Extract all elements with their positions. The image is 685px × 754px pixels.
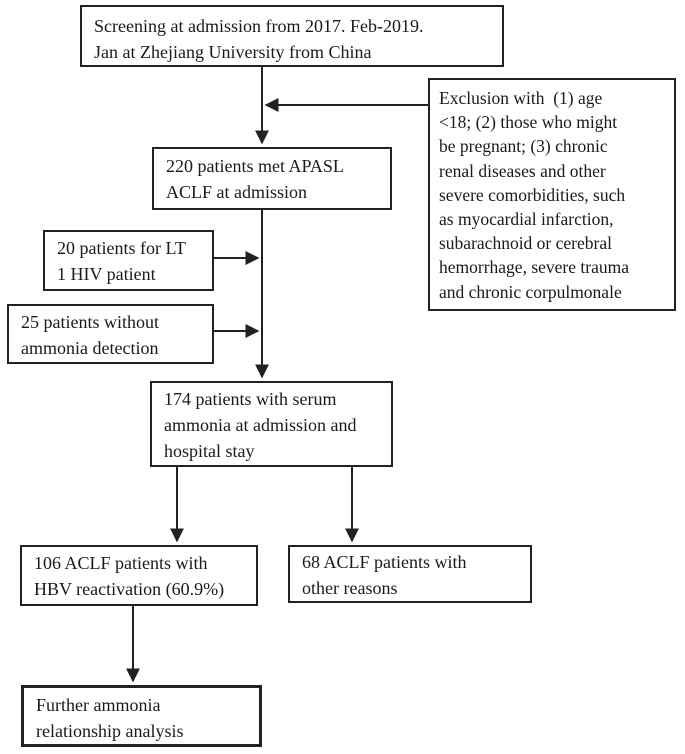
node-other-reasons-text: 68 ACLF patients with other reasons (302, 552, 467, 598)
node-met-apasl-text: 220 patients met APASL ACLF at admission (166, 156, 344, 202)
node-met-apasl: 220 patients met APASL ACLF at admission (152, 147, 392, 210)
node-no-ammonia-detection: 25 patients without ammonia detection (7, 304, 214, 364)
node-hbv-reactivation: 106 ACLF patients with HBV reactivation … (20, 545, 258, 606)
node-lt-hiv-excluded: 20 patients for LT 1 HIV patient (43, 230, 214, 291)
node-screening-text: Screening at admission from 2017. Feb-20… (94, 16, 424, 62)
node-serum-ammonia-text: 174 patients with serum ammonia at admis… (164, 389, 357, 461)
node-exclusion-criteria-text: Exclusion with (1) age <18; (2) those wh… (439, 88, 629, 302)
node-further-analysis: Further ammonia relationship analysis (21, 685, 262, 747)
node-further-analysis-text: Further ammonia relationship analysis (36, 695, 184, 741)
node-no-ammonia-detection-text: 25 patients without ammonia detection (21, 312, 159, 358)
node-hbv-reactivation-text: 106 ACLF patients with HBV reactivation … (34, 553, 225, 599)
node-exclusion-criteria: Exclusion with (1) age <18; (2) those wh… (428, 78, 676, 311)
node-serum-ammonia: 174 patients with serum ammonia at admis… (150, 381, 393, 467)
node-lt-hiv-excluded-text: 20 patients for LT 1 HIV patient (57, 238, 186, 284)
node-other-reasons: 68 ACLF patients with other reasons (288, 545, 532, 603)
node-screening: Screening at admission from 2017. Feb-20… (80, 5, 504, 67)
